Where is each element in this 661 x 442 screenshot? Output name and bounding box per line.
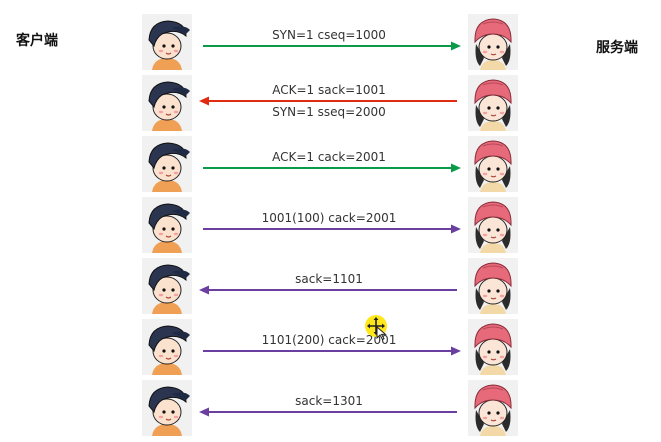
server-avatar-icon [468,136,518,192]
client-avatar-icon [142,14,192,70]
message-row: 1101(200) cack=2001 [0,319,661,379]
server-avatar-icon [468,319,518,375]
message-row: SYN=1 cseq=1000 [0,14,661,74]
message-label: sack=1301 [295,394,363,408]
arrow-right-icon [203,224,461,234]
server-avatar-icon [468,380,518,436]
message-label: SYN=1 cseq=1000 [272,28,386,42]
message-row: sack=1301 [0,380,661,440]
message-row: ACK=1 cack=2001 [0,136,661,196]
arrow-head [199,285,209,295]
message-label: SYN=1 sseq=2000 [272,105,386,119]
arrow-head [199,96,209,106]
cursor-icon [365,315,387,340]
arrow-right-icon [203,41,461,51]
arrow-left-icon [199,285,457,295]
server-avatar-icon [468,14,518,70]
server-avatar-icon [468,258,518,314]
arrow-head [451,163,461,173]
arrow-right-icon [203,163,461,173]
arrow-left-icon [199,407,457,417]
arrow-head [451,41,461,51]
message-label: sack=1101 [295,272,363,286]
arrow-right-icon [203,346,461,356]
client-avatar-icon [142,258,192,314]
arrow-head [451,224,461,234]
client-avatar-icon [142,380,192,436]
arrow-head [199,407,209,417]
message-label: 1101(200) cack=2001 [261,333,397,347]
client-avatar-icon [142,136,192,192]
client-avatar-icon [142,75,192,131]
message-row: 1001(100) cack=2001 [0,197,661,257]
message-label: 1001(100) cack=2001 [261,211,397,225]
client-label: 客户端 [16,33,58,49]
client-avatar-icon [142,197,192,253]
arrow-left-icon [199,96,457,106]
server-avatar-icon [468,75,518,131]
message-label: ACK=1 cack=2001 [272,150,386,164]
message-row: sack=1101 [0,258,661,318]
server-label: 服务端 [596,40,638,56]
client-avatar-icon [142,319,192,375]
arrow-head [451,346,461,356]
server-avatar-icon [468,197,518,253]
message-label: ACK=1 sack=1001 [272,83,386,97]
